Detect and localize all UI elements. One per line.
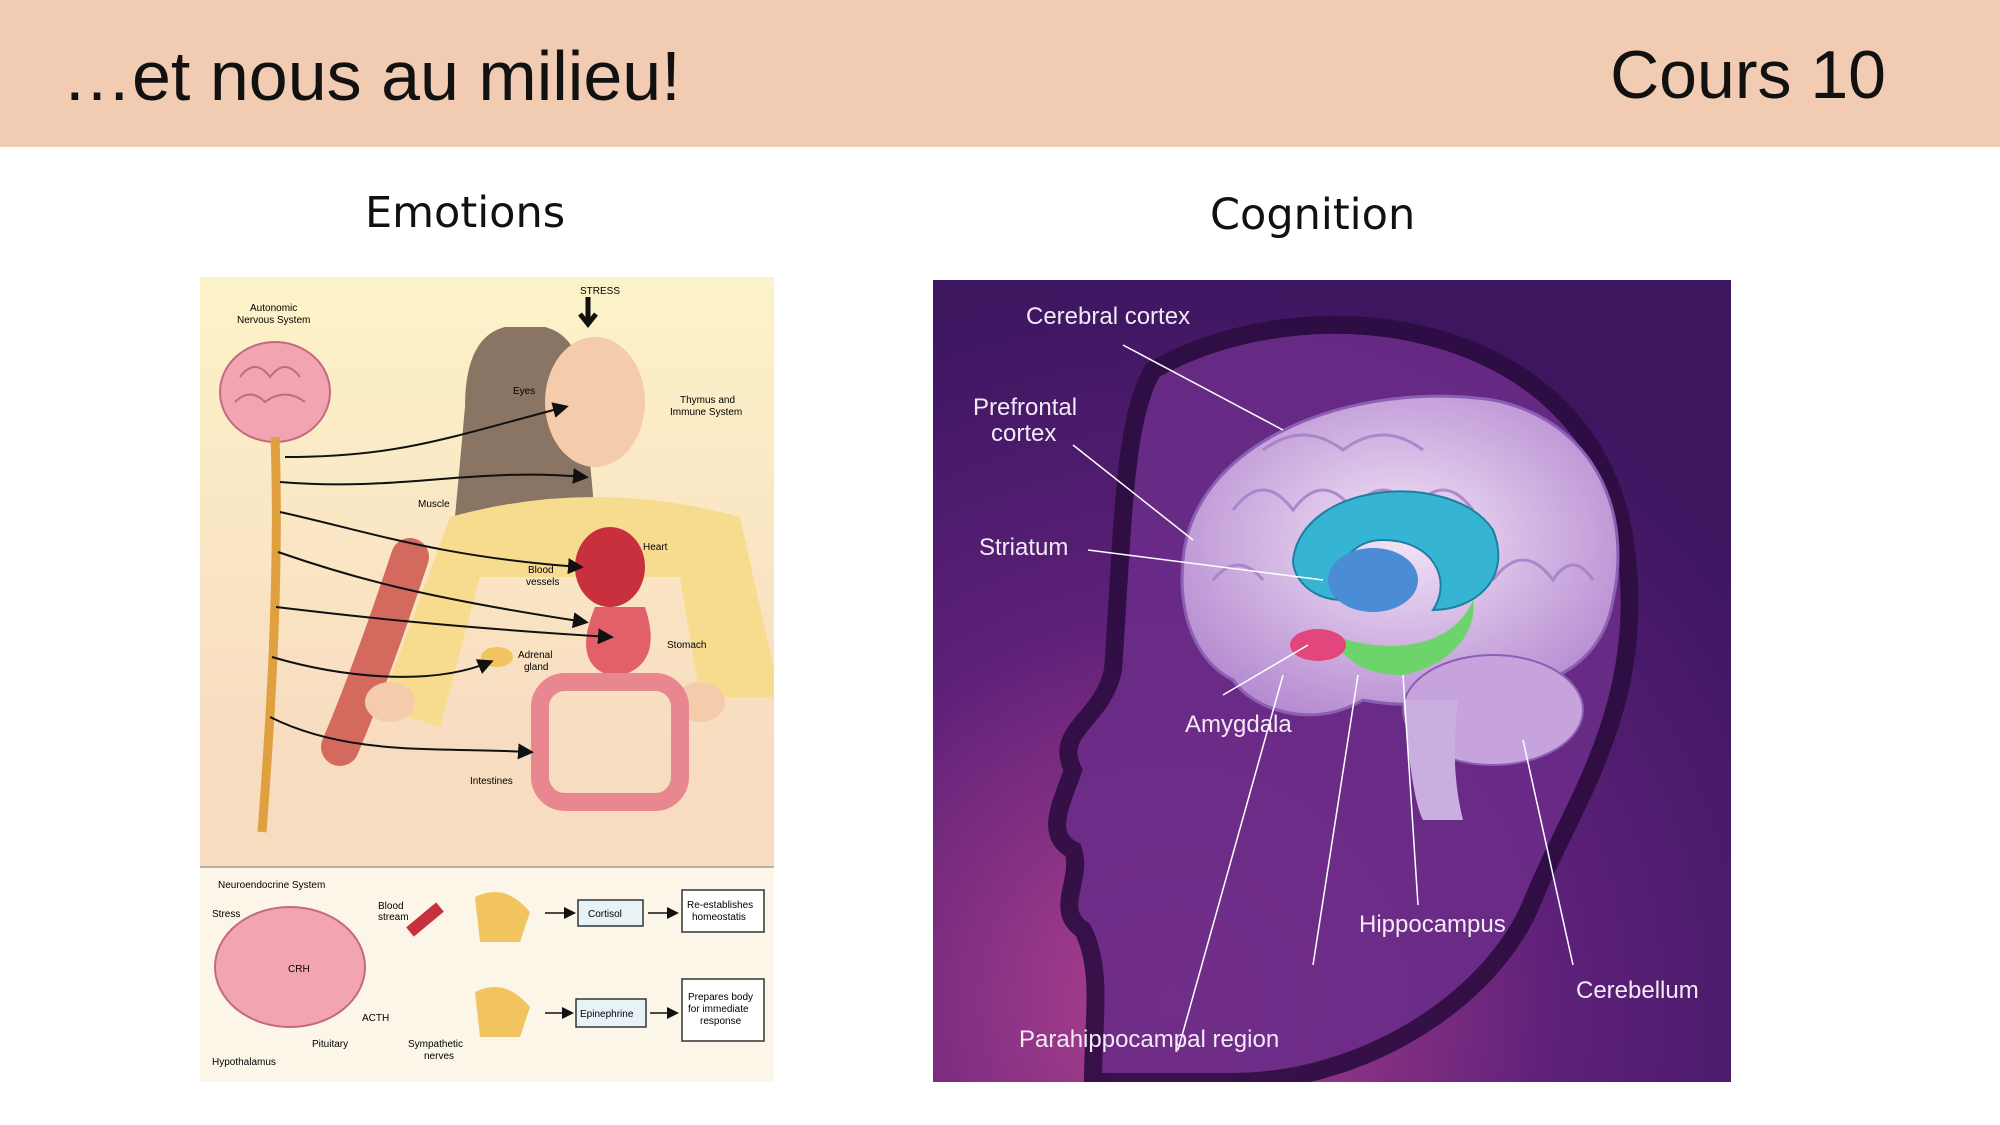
thymus-label-1: Thymus and — [680, 395, 735, 406]
stomach-icon — [586, 607, 651, 677]
prefrontal-label-2: cortex — [991, 420, 1056, 447]
symp-label-1: Sympathetic — [408, 1039, 463, 1050]
blood-stream-label-1: Blood — [378, 901, 404, 912]
stress-response-diagram: STRESS Autonomic Nervous System Eyes Thy… — [200, 277, 774, 1082]
acth-label: ACTH — [362, 1013, 389, 1024]
epinephrine-label: Epinephrine — [580, 1009, 634, 1020]
cortisol-box — [577, 899, 644, 927]
blood-vessels-label-2: vessels — [526, 577, 559, 588]
parahippocampal-label: Parahippocampal region — [1019, 1026, 1279, 1053]
cerebral-cortex-label: Cerebral cortex — [1026, 303, 1190, 330]
prepares-box — [681, 978, 765, 1042]
ans-label-2: Nervous System — [237, 315, 310, 326]
pituitary-label: Pituitary — [312, 1039, 348, 1050]
reestablish-label-1: Re-establishes — [687, 900, 753, 911]
brain-section-icon — [214, 906, 366, 1028]
blood-vessel-icon — [406, 902, 444, 937]
adrenal-label-1: Adrenal — [518, 650, 552, 661]
prepares-label-2: for immediate — [688, 1004, 749, 1015]
symp-label-2: nerves — [424, 1051, 454, 1062]
hypothalamus-label: Hypothalamus — [212, 1057, 276, 1068]
amygdala-label: Amygdala — [1185, 711, 1292, 738]
brain-regions-diagram: Cerebral cortex Prefrontal cortex Striat… — [933, 280, 1731, 1082]
blood-vessels-label-1: Blood — [528, 565, 554, 576]
striatum-inner-icon — [1328, 548, 1418, 612]
intestines-label: Intestines — [470, 776, 513, 787]
ans-label-1: Autonomic — [250, 303, 297, 314]
reestablish-label-2: homeostatis — [692, 912, 746, 923]
cerebellum-label: Cerebellum — [1576, 977, 1699, 1004]
neuro-stress-label: Stress — [212, 909, 240, 920]
brainstem-icon — [1403, 700, 1463, 820]
woman-figure-icon — [321, 327, 774, 766]
brain-icon — [219, 341, 331, 443]
cognition-heading: Cognition — [1210, 190, 1416, 240]
heart-label: Heart — [643, 542, 668, 553]
thymus-label-2: Immune System — [670, 407, 742, 418]
stomach-label: Stomach — [667, 640, 706, 651]
cognition-figure: Cerebral cortex Prefrontal cortex Striat… — [933, 280, 1731, 1082]
cortisol-label: Cortisol — [588, 909, 622, 920]
striatum-label: Striatum — [979, 534, 1068, 561]
reestablish-box — [681, 889, 765, 933]
hippocampus-label: Hippocampus — [1359, 911, 1506, 938]
emotions-figure: STRESS Autonomic Nervous System Eyes Thy… — [200, 277, 774, 1082]
neuro-title: Neuroendocrine System — [218, 880, 325, 891]
heart-icon — [575, 527, 645, 607]
slide-title: …et nous au milieu! — [62, 37, 681, 115]
slide-header: …et nous au milieu! Cours 10 — [0, 0, 2000, 147]
muscle-label: Muscle — [418, 499, 450, 510]
eyes-label: Eyes — [513, 386, 535, 397]
crh-label: CRH — [288, 964, 310, 975]
emotions-heading: Emotions — [365, 188, 566, 238]
adrenal-top-icon — [475, 892, 530, 942]
prepares-label-1: Prepares body — [688, 992, 753, 1003]
amygdala-icon — [1290, 629, 1346, 661]
stress-label: STRESS — [580, 286, 620, 297]
blood-stream-label-2: stream — [378, 912, 409, 923]
course-label: Cours 10 — [1610, 37, 1886, 113]
spinal-cord-icon — [257, 436, 281, 833]
adrenal-bottom-icon — [475, 987, 530, 1037]
adrenal-label-2: gland — [524, 662, 548, 673]
prepares-label-3: response — [700, 1016, 742, 1027]
epinephrine-box — [575, 998, 647, 1028]
prefrontal-label-1: Prefrontal — [973, 394, 1077, 421]
intestines-icon — [531, 673, 689, 811]
hippocampus-icon — [1333, 600, 1474, 675]
